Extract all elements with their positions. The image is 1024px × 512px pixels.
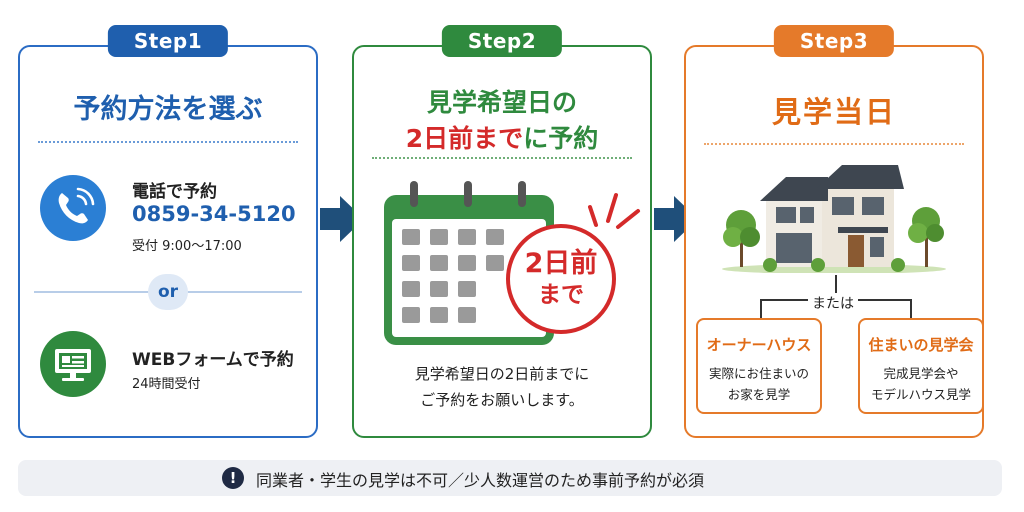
burst-lines	[586, 187, 646, 241]
option-open-house-title: 住まいの見学会	[868, 336, 974, 354]
house-illustration	[720, 163, 948, 277]
monitor-form-icon	[40, 331, 106, 397]
option-open-house: 住まいの見学会 完成見学会やモデルハウス見学	[858, 318, 984, 414]
step3-divider	[704, 143, 964, 145]
stamp-line2: まで	[538, 282, 584, 308]
option-owner-house-line1: 実際にお住まいの	[708, 366, 809, 381]
phone-heading: 電話で予約	[132, 182, 217, 202]
step2-body-line1: 見学希望日の2日前までに	[414, 365, 590, 383]
phone-number[interactable]: 0859-34-5120	[132, 202, 296, 226]
calendar-icon	[382, 179, 562, 353]
option-owner-house: オーナーハウス 実際にお住まいのお家を見学	[696, 318, 822, 414]
notice-text: 同業者・学生の見学は不可／少人数運営のため事前予約が必須	[256, 471, 705, 490]
two-days-before-stamp: 2日前 まで	[506, 224, 616, 334]
option-open-house-line1: 完成見学会や	[883, 366, 959, 381]
step2-body-line2: ご予約をお願いします。	[420, 391, 584, 409]
step1-divider	[38, 141, 298, 143]
phone-icon	[40, 175, 106, 241]
step2-title-highlight: 2日前まで	[405, 124, 524, 153]
connector-vertical	[835, 275, 837, 299]
or-label: または	[808, 293, 858, 313]
connector-left	[760, 299, 762, 318]
step3-title: 見学当日	[771, 95, 896, 129]
or-badge: or	[148, 274, 188, 310]
step2-tag: Step2	[441, 25, 563, 57]
stamp-line1: 2日前	[524, 248, 598, 279]
connector-right	[910, 299, 912, 318]
web-hours: 24時間受付	[132, 377, 201, 392]
step2-title-line2: 2日前までに予約	[354, 119, 650, 155]
step1-title: 予約方法を選ぶ	[73, 94, 263, 125]
step2-title-line1: 見学希望日の	[426, 88, 577, 117]
step2-card: Step2 見学希望日の 2日前までに予約	[352, 25, 652, 438]
step2-divider	[372, 157, 632, 159]
web-heading[interactable]: WEBフォームで予約	[132, 350, 294, 370]
option-owner-house-line2: お家を見学	[727, 387, 791, 402]
step2-title-rest: に予約	[523, 124, 599, 153]
step3-tag: Step3	[773, 25, 895, 57]
phone-hours: 受付 9:00〜17:00	[132, 239, 242, 254]
option-open-house-line2: モデルハウス見学	[870, 387, 971, 402]
step1-tag: Step1	[107, 25, 229, 57]
exclamation-icon: !	[222, 467, 244, 489]
step1-card: Step1 予約方法を選ぶ 電話で予約 0859-34-5120 受付 9:00…	[18, 25, 318, 438]
option-owner-house-title: オーナーハウス	[706, 336, 812, 354]
notice-bar: ! 同業者・学生の見学は不可／少人数運営のため事前予約が必須	[18, 460, 1002, 496]
